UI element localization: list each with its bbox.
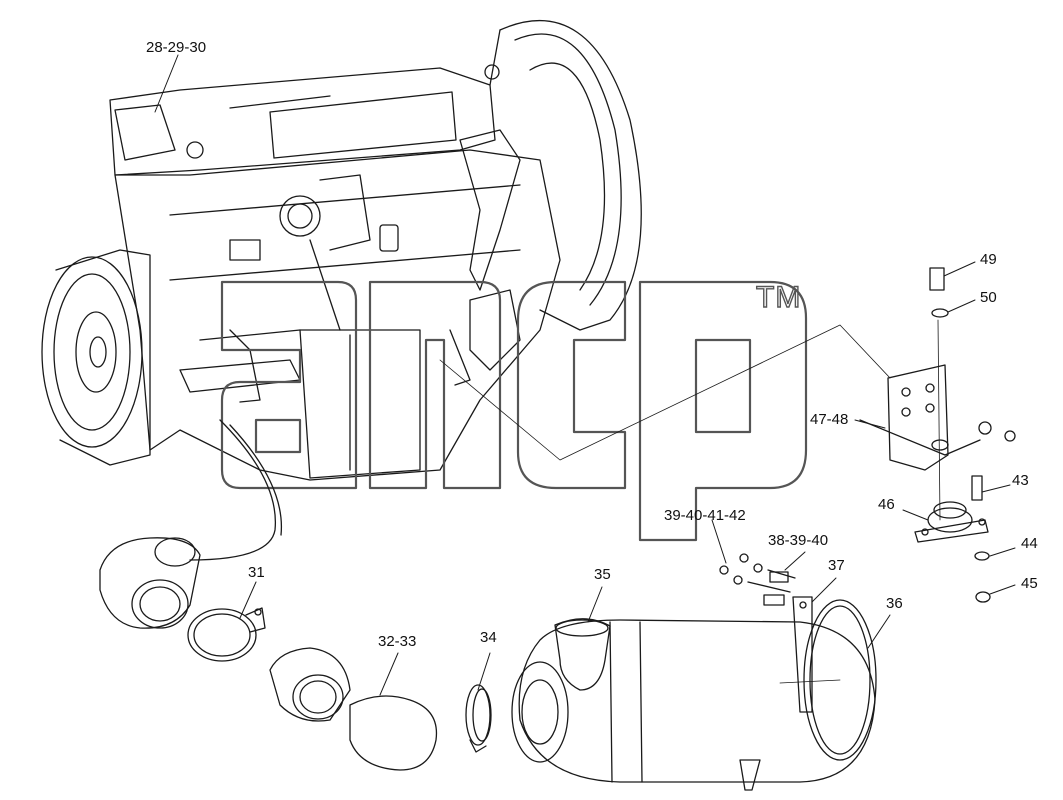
callout-49: 49 bbox=[980, 251, 997, 268]
turbocharger bbox=[279, 195, 321, 237]
callout-36: 36 bbox=[886, 595, 903, 612]
callout-39-40-41-42: 39-40-41-42 bbox=[664, 507, 746, 524]
rocker-cover bbox=[109, 67, 496, 176]
rubber-mount-46 bbox=[914, 501, 989, 543]
watermark-trademark: TM bbox=[755, 280, 802, 314]
bolt-43 bbox=[971, 475, 983, 501]
hose-line bbox=[189, 419, 277, 561]
fan-shroud bbox=[499, 20, 642, 331]
callout-35: 35 bbox=[594, 566, 611, 583]
washer-50 bbox=[931, 308, 949, 318]
leader-lines bbox=[154, 54, 1016, 696]
callout-31: 31 bbox=[248, 564, 265, 581]
engine-block bbox=[114, 149, 561, 481]
callout-50: 50 bbox=[980, 289, 997, 306]
bolt-49 bbox=[929, 267, 945, 291]
air-cleaner-35 bbox=[511, 618, 876, 791]
washer-44 bbox=[974, 551, 990, 561]
callout-37: 37 bbox=[828, 557, 845, 574]
callout-43: 43 bbox=[1012, 472, 1029, 489]
elbow-hose bbox=[99, 537, 201, 629]
hose-32-33 bbox=[269, 647, 438, 771]
callout-38-39-40: 38-39-40 bbox=[768, 532, 829, 549]
callout-44: 44 bbox=[1021, 535, 1038, 552]
callout-46: 46 bbox=[878, 496, 895, 513]
engine-assembly bbox=[41, 20, 642, 481]
mount-bracket-47-48 bbox=[859, 364, 1016, 471]
callout-28-29-30: 28-29-30 bbox=[146, 39, 207, 56]
nut-45 bbox=[975, 591, 991, 603]
flywheel-housing bbox=[41, 256, 143, 448]
callout-32-33: 32-33 bbox=[378, 633, 417, 650]
clamp-34 bbox=[465, 684, 492, 753]
bracket-37 bbox=[792, 596, 813, 713]
callout-45: 45 bbox=[1021, 575, 1038, 592]
watermark-logo bbox=[220, 280, 808, 542]
clamp-31 bbox=[187, 607, 266, 662]
callout-34: 34 bbox=[480, 629, 497, 646]
bolts-38-42 bbox=[719, 553, 796, 606]
band-36 bbox=[803, 599, 877, 761]
callout-47-48: 47-48 bbox=[810, 411, 849, 428]
oil-pan bbox=[299, 329, 421, 479]
